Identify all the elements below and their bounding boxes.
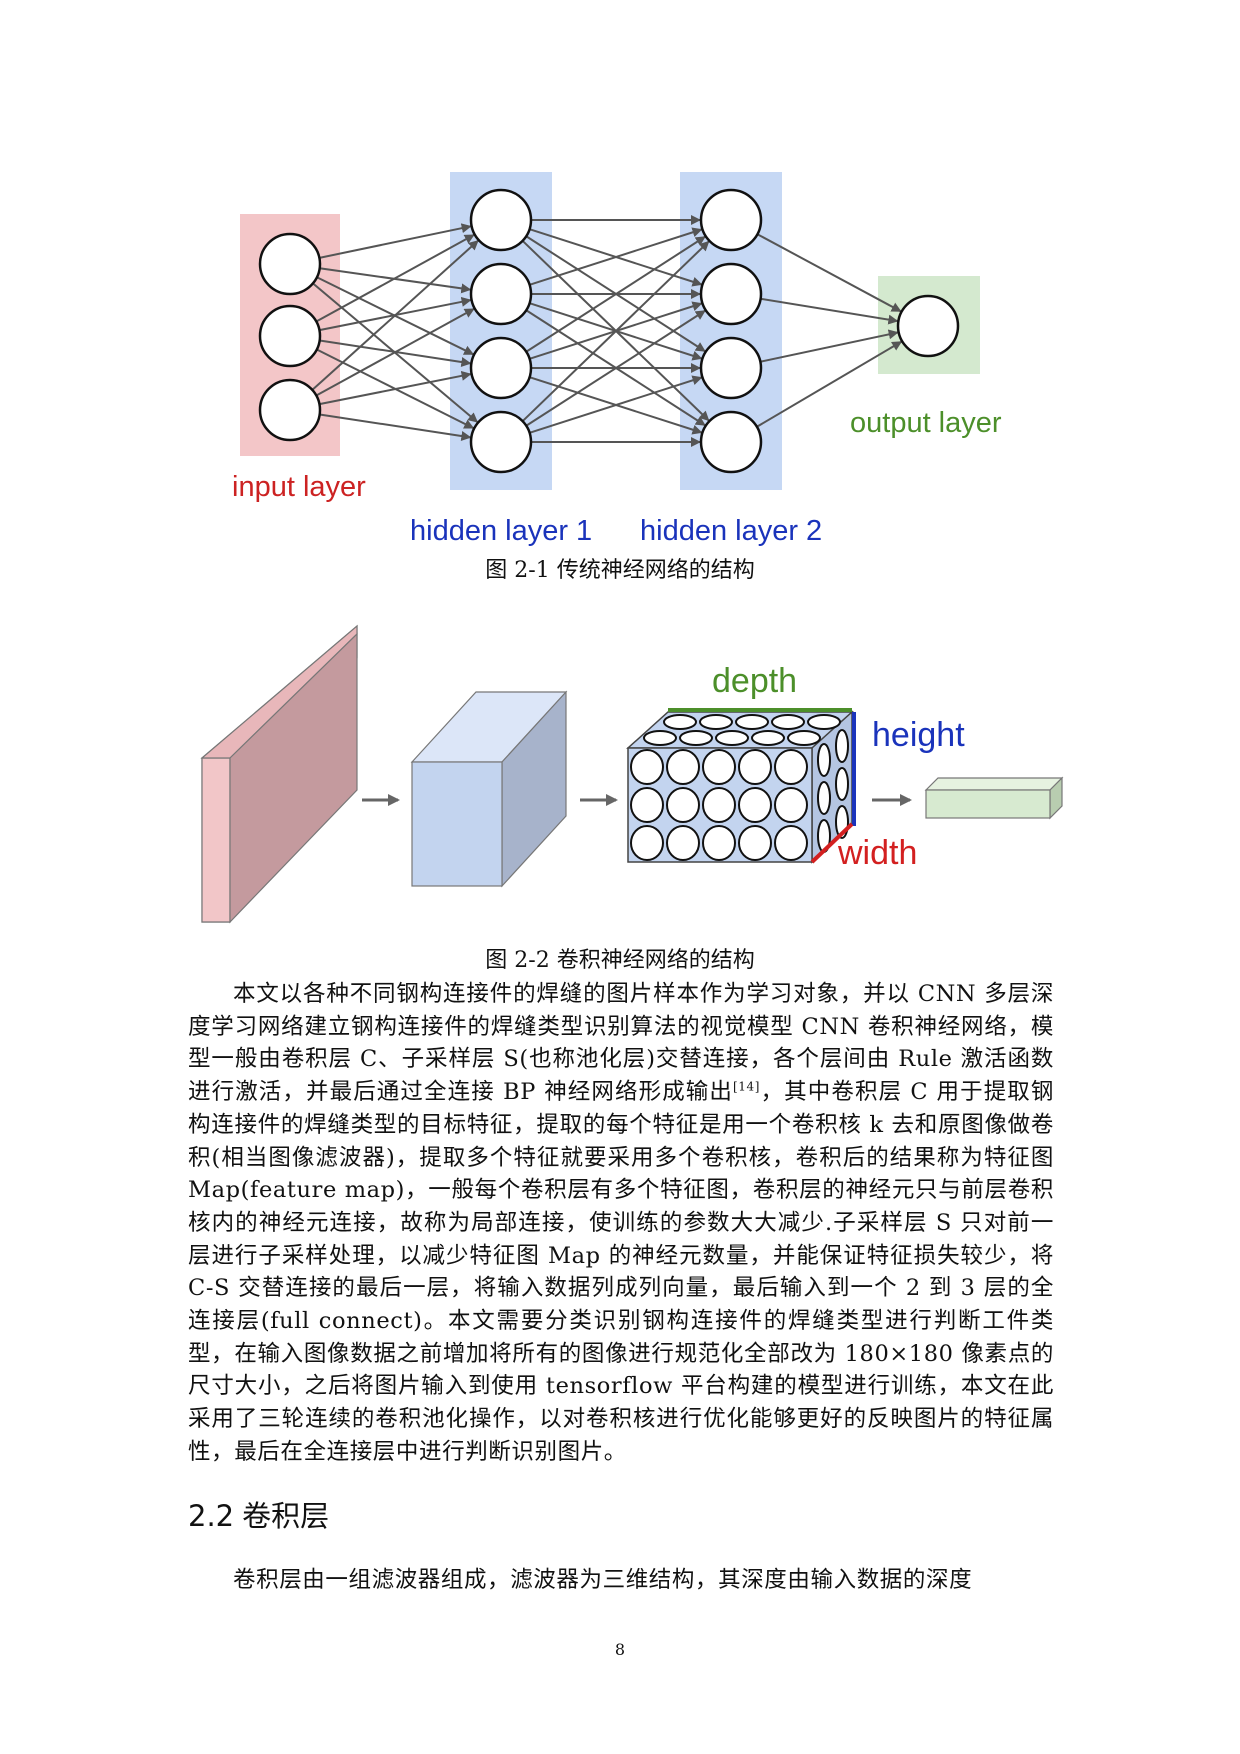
- conv-neuron: [666, 749, 700, 785]
- conv-neuron: [774, 787, 808, 823]
- conv-neuron: [738, 825, 772, 861]
- input-layer-label: input layer: [232, 471, 366, 503]
- conv-neuron: [787, 730, 821, 746]
- figure-neural-network: input layer hidden layer 1 hidden layer …: [232, 172, 1002, 547]
- conv-neuron: [738, 749, 772, 785]
- conv-neuron: [699, 714, 733, 730]
- conv-neuron: [702, 825, 736, 861]
- connection-edge: [529, 227, 703, 286]
- height-label: height: [872, 716, 965, 754]
- neuron-node: [469, 336, 533, 400]
- section-title: 卷积层: [242, 1499, 330, 1533]
- page-number: 8: [614, 1640, 626, 1659]
- hidden-volume: [410, 690, 568, 888]
- neuron-node: [699, 188, 763, 252]
- neuron-node: [469, 410, 533, 474]
- paragraph-text-part-2: ，其中卷积层 C 用于提取钢构连接件的焊缝类型的目标特征，提取的每个特征是用一个…: [188, 1079, 1054, 1465]
- body-paragraph-2: 卷积层由一组滤波器组成，滤波器为三维结构，其深度由输入数据的深度: [188, 1564, 1054, 1597]
- neuron-node: [258, 304, 322, 368]
- connection-edge: [529, 375, 703, 434]
- conv-volume: [626, 708, 856, 864]
- connection-edge: [315, 308, 475, 397]
- neuron-node: [896, 294, 960, 358]
- conv-neuron: [630, 787, 664, 823]
- conv-neuron: [735, 714, 769, 730]
- paragraph-text-part-1: 本文以各种不同钢构连接件的焊缝的图片样本作为学习对象，并以 CNN 多层深度学习…: [188, 981, 1054, 1106]
- neuron-node: [258, 378, 322, 442]
- citation-reference: [14]: [733, 1079, 761, 1094]
- conv-neuron: [663, 714, 697, 730]
- connection-edge: [760, 297, 899, 325]
- connection-edge: [525, 235, 706, 353]
- width-edge: [810, 822, 854, 864]
- connection-edge: [319, 223, 472, 259]
- output-layer-label: output layer: [850, 407, 1002, 439]
- conv-neuron: [702, 749, 736, 785]
- neuron-node: [469, 262, 533, 326]
- section-number: 2.2: [188, 1499, 235, 1533]
- neuron-node: [699, 410, 763, 474]
- connection-edge: [315, 234, 475, 323]
- conv-neuron: [807, 714, 841, 730]
- neuron-node: [699, 336, 763, 400]
- conv-neuron: [751, 730, 785, 746]
- figure-cnn-structure: depth height width: [200, 624, 1064, 924]
- conv-neuron: [666, 825, 700, 861]
- connection-edge: [756, 340, 903, 428]
- connection-edge: [319, 370, 472, 406]
- input-volume: [200, 624, 358, 924]
- connection-edge: [756, 233, 902, 313]
- width-label: width: [837, 834, 917, 872]
- paragraph-2-text: 卷积层由一组滤波器组成，滤波器为三维结构，其深度由输入数据的深度: [233, 1567, 973, 1593]
- neuron-node: [469, 188, 533, 252]
- conv-neuron: [738, 787, 772, 823]
- conv-neuron: [835, 729, 849, 763]
- conv-neuron: [817, 781, 831, 815]
- conv-neuron: [630, 825, 664, 861]
- conv-neuron: [774, 749, 808, 785]
- conv-neuron: [715, 730, 749, 746]
- conv-neuron: [679, 730, 713, 746]
- connection-edge: [760, 329, 899, 363]
- neuron-node: [699, 262, 763, 326]
- hidden-layer-1-label: hidden layer 1: [410, 515, 592, 547]
- conv-neuron: [771, 714, 805, 730]
- conv-neuron: [666, 787, 700, 823]
- figure-2-1-caption: 图 2-1 传统神经网络的结构: [485, 558, 755, 583]
- conv-neuron: [835, 767, 849, 801]
- output-volume: [924, 776, 1064, 820]
- conv-neuron: [774, 825, 808, 861]
- depth-label: depth: [712, 662, 797, 700]
- hidden-layer-2-label: hidden layer 2: [640, 515, 822, 547]
- connection-edge: [311, 240, 479, 391]
- conv-neuron: [817, 743, 831, 777]
- body-paragraph: 本文以各种不同钢构连接件的焊缝的图片样本作为学习对象，并以 CNN 多层深度学习…: [188, 978, 1054, 1469]
- conv-neuron: [702, 787, 736, 823]
- connection-edge: [525, 309, 706, 427]
- conv-neuron: [643, 730, 677, 746]
- figure-2-2-caption: 图 2-2 卷积神经网络的结构: [485, 948, 755, 973]
- neuron-node: [258, 232, 322, 296]
- connection-edge: [521, 240, 710, 422]
- connection-edge: [319, 413, 472, 441]
- conv-neuron: [630, 749, 664, 785]
